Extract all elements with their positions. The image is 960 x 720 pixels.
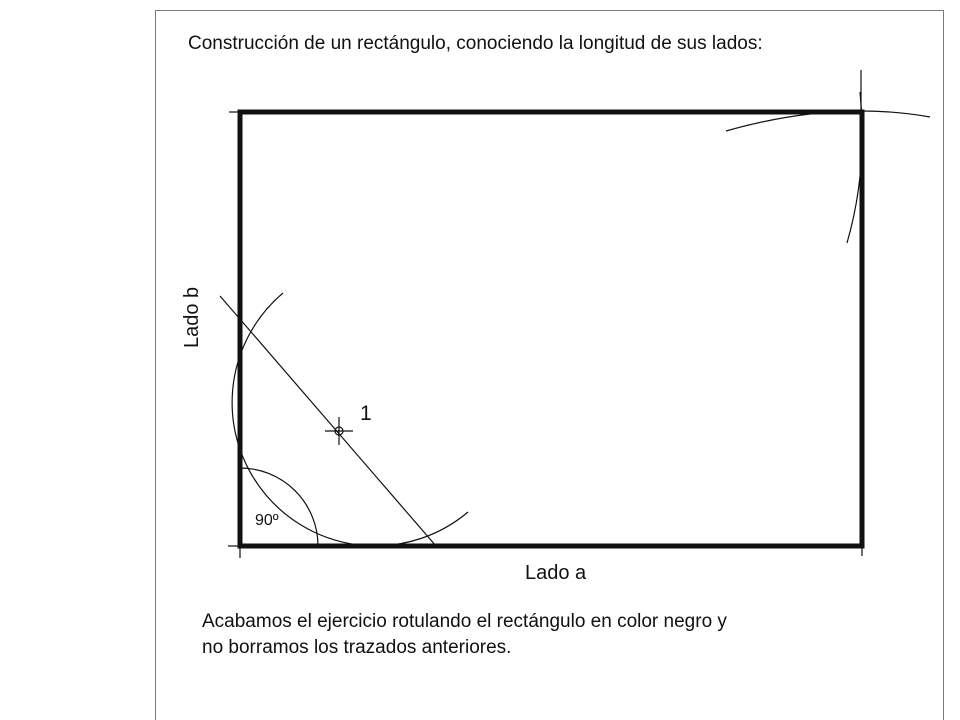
caption-line-2: no borramos los trazados anteriores.: [202, 637, 512, 658]
slide-frame: [155, 10, 944, 720]
caption-line-1: Acabamos el ejercicio rotulando el rectá…: [202, 611, 727, 632]
diagonal-line: [219, 295, 437, 547]
label-angle: 90º: [255, 512, 279, 529]
label-side-b: Lado b: [181, 287, 203, 348]
rectangle-outline: [237, 109, 865, 549]
construction-arc: [231, 292, 469, 547]
label-side-a: Lado a: [525, 562, 587, 584]
right-angle-arc: [239, 467, 319, 547]
label-point-1: 1: [360, 402, 372, 425]
page-title: Construcción de un rectángulo, conociend…: [188, 33, 763, 54]
caption: Acabamos el ejercicio rotulando el rectá…: [202, 609, 882, 661]
